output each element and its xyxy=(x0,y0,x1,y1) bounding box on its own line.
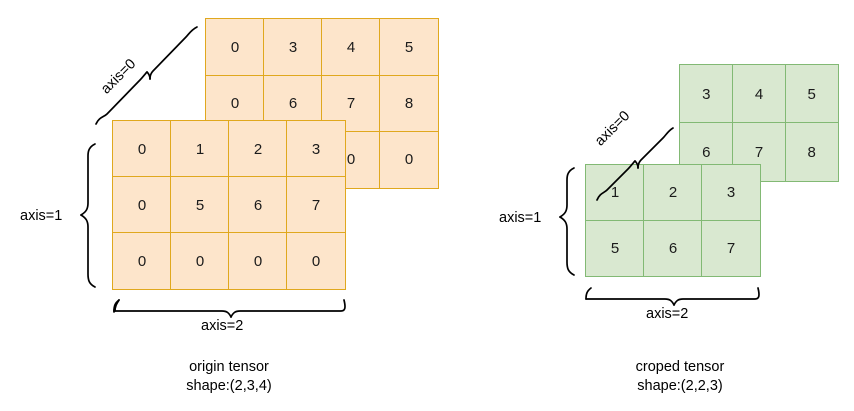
croped-front-cell: 6 xyxy=(643,219,703,277)
croped-back-cell: 8 xyxy=(784,122,839,182)
origin-front-cell: 1 xyxy=(170,120,230,178)
croped-back-cell: 5 xyxy=(784,64,839,124)
origin-caption-line1: origin tensor xyxy=(189,359,269,375)
croped-front-cell: 2 xyxy=(643,164,703,222)
croped-axis0-label: axis=0 xyxy=(592,108,634,150)
origin-back-cell: 8 xyxy=(379,74,439,133)
origin-axis0-label: axis=0 xyxy=(98,56,140,98)
origin-caption: origin tensor shape:(2,3,4) xyxy=(129,358,329,396)
origin-back-cell: 0 xyxy=(205,18,265,77)
origin-front-cell: 3 xyxy=(286,120,346,178)
croped-caption: croped tensor shape:(2,2,3) xyxy=(580,358,780,396)
origin-back-cell: 0 xyxy=(379,130,439,189)
croped-axis1-brace xyxy=(559,167,575,276)
origin-front-plane: 0 1 2 3 0 5 6 7 0 0 0 0 xyxy=(112,120,346,290)
croped-caption-line2: shape:(2,2,3) xyxy=(637,378,723,394)
croped-front-cell: 7 xyxy=(701,219,761,277)
origin-front-cell: 0 xyxy=(286,232,346,290)
origin-front-cell: 0 xyxy=(112,176,172,234)
origin-axis1-brace xyxy=(80,143,96,288)
croped-back-cell: 4 xyxy=(731,64,787,124)
croped-axis2-brace xyxy=(585,287,760,306)
origin-back-cell: 3 xyxy=(263,18,323,77)
croped-front-cell: 1 xyxy=(585,164,645,222)
origin-axis1-label: axis=1 xyxy=(20,208,63,224)
origin-front-cell: 0 xyxy=(112,232,172,290)
origin-axis2-brace xyxy=(113,299,346,318)
croped-front-plane: 1 2 3 5 6 7 xyxy=(585,164,761,277)
origin-front-cell: 5 xyxy=(170,176,230,234)
croped-axis2-label: axis=2 xyxy=(646,306,689,322)
origin-back-cell: 5 xyxy=(379,18,439,77)
origin-front-cell: 2 xyxy=(228,120,288,178)
croped-front-cell: 5 xyxy=(585,219,645,277)
origin-front-cell: 0 xyxy=(170,232,230,290)
croped-axis1-label: axis=1 xyxy=(499,210,542,226)
origin-back-cell: 4 xyxy=(321,18,381,77)
origin-axis2-label: axis=2 xyxy=(201,318,244,334)
croped-caption-line1: croped tensor xyxy=(635,359,725,375)
croped-back-cell: 3 xyxy=(679,64,734,124)
origin-front-cell: 7 xyxy=(286,176,346,234)
origin-front-cell: 0 xyxy=(228,232,288,290)
croped-front-cell: 3 xyxy=(701,164,761,222)
origin-caption-line2: shape:(2,3,4) xyxy=(186,378,272,394)
origin-front-cell: 6 xyxy=(228,176,288,234)
origin-front-cell: 0 xyxy=(112,120,172,178)
